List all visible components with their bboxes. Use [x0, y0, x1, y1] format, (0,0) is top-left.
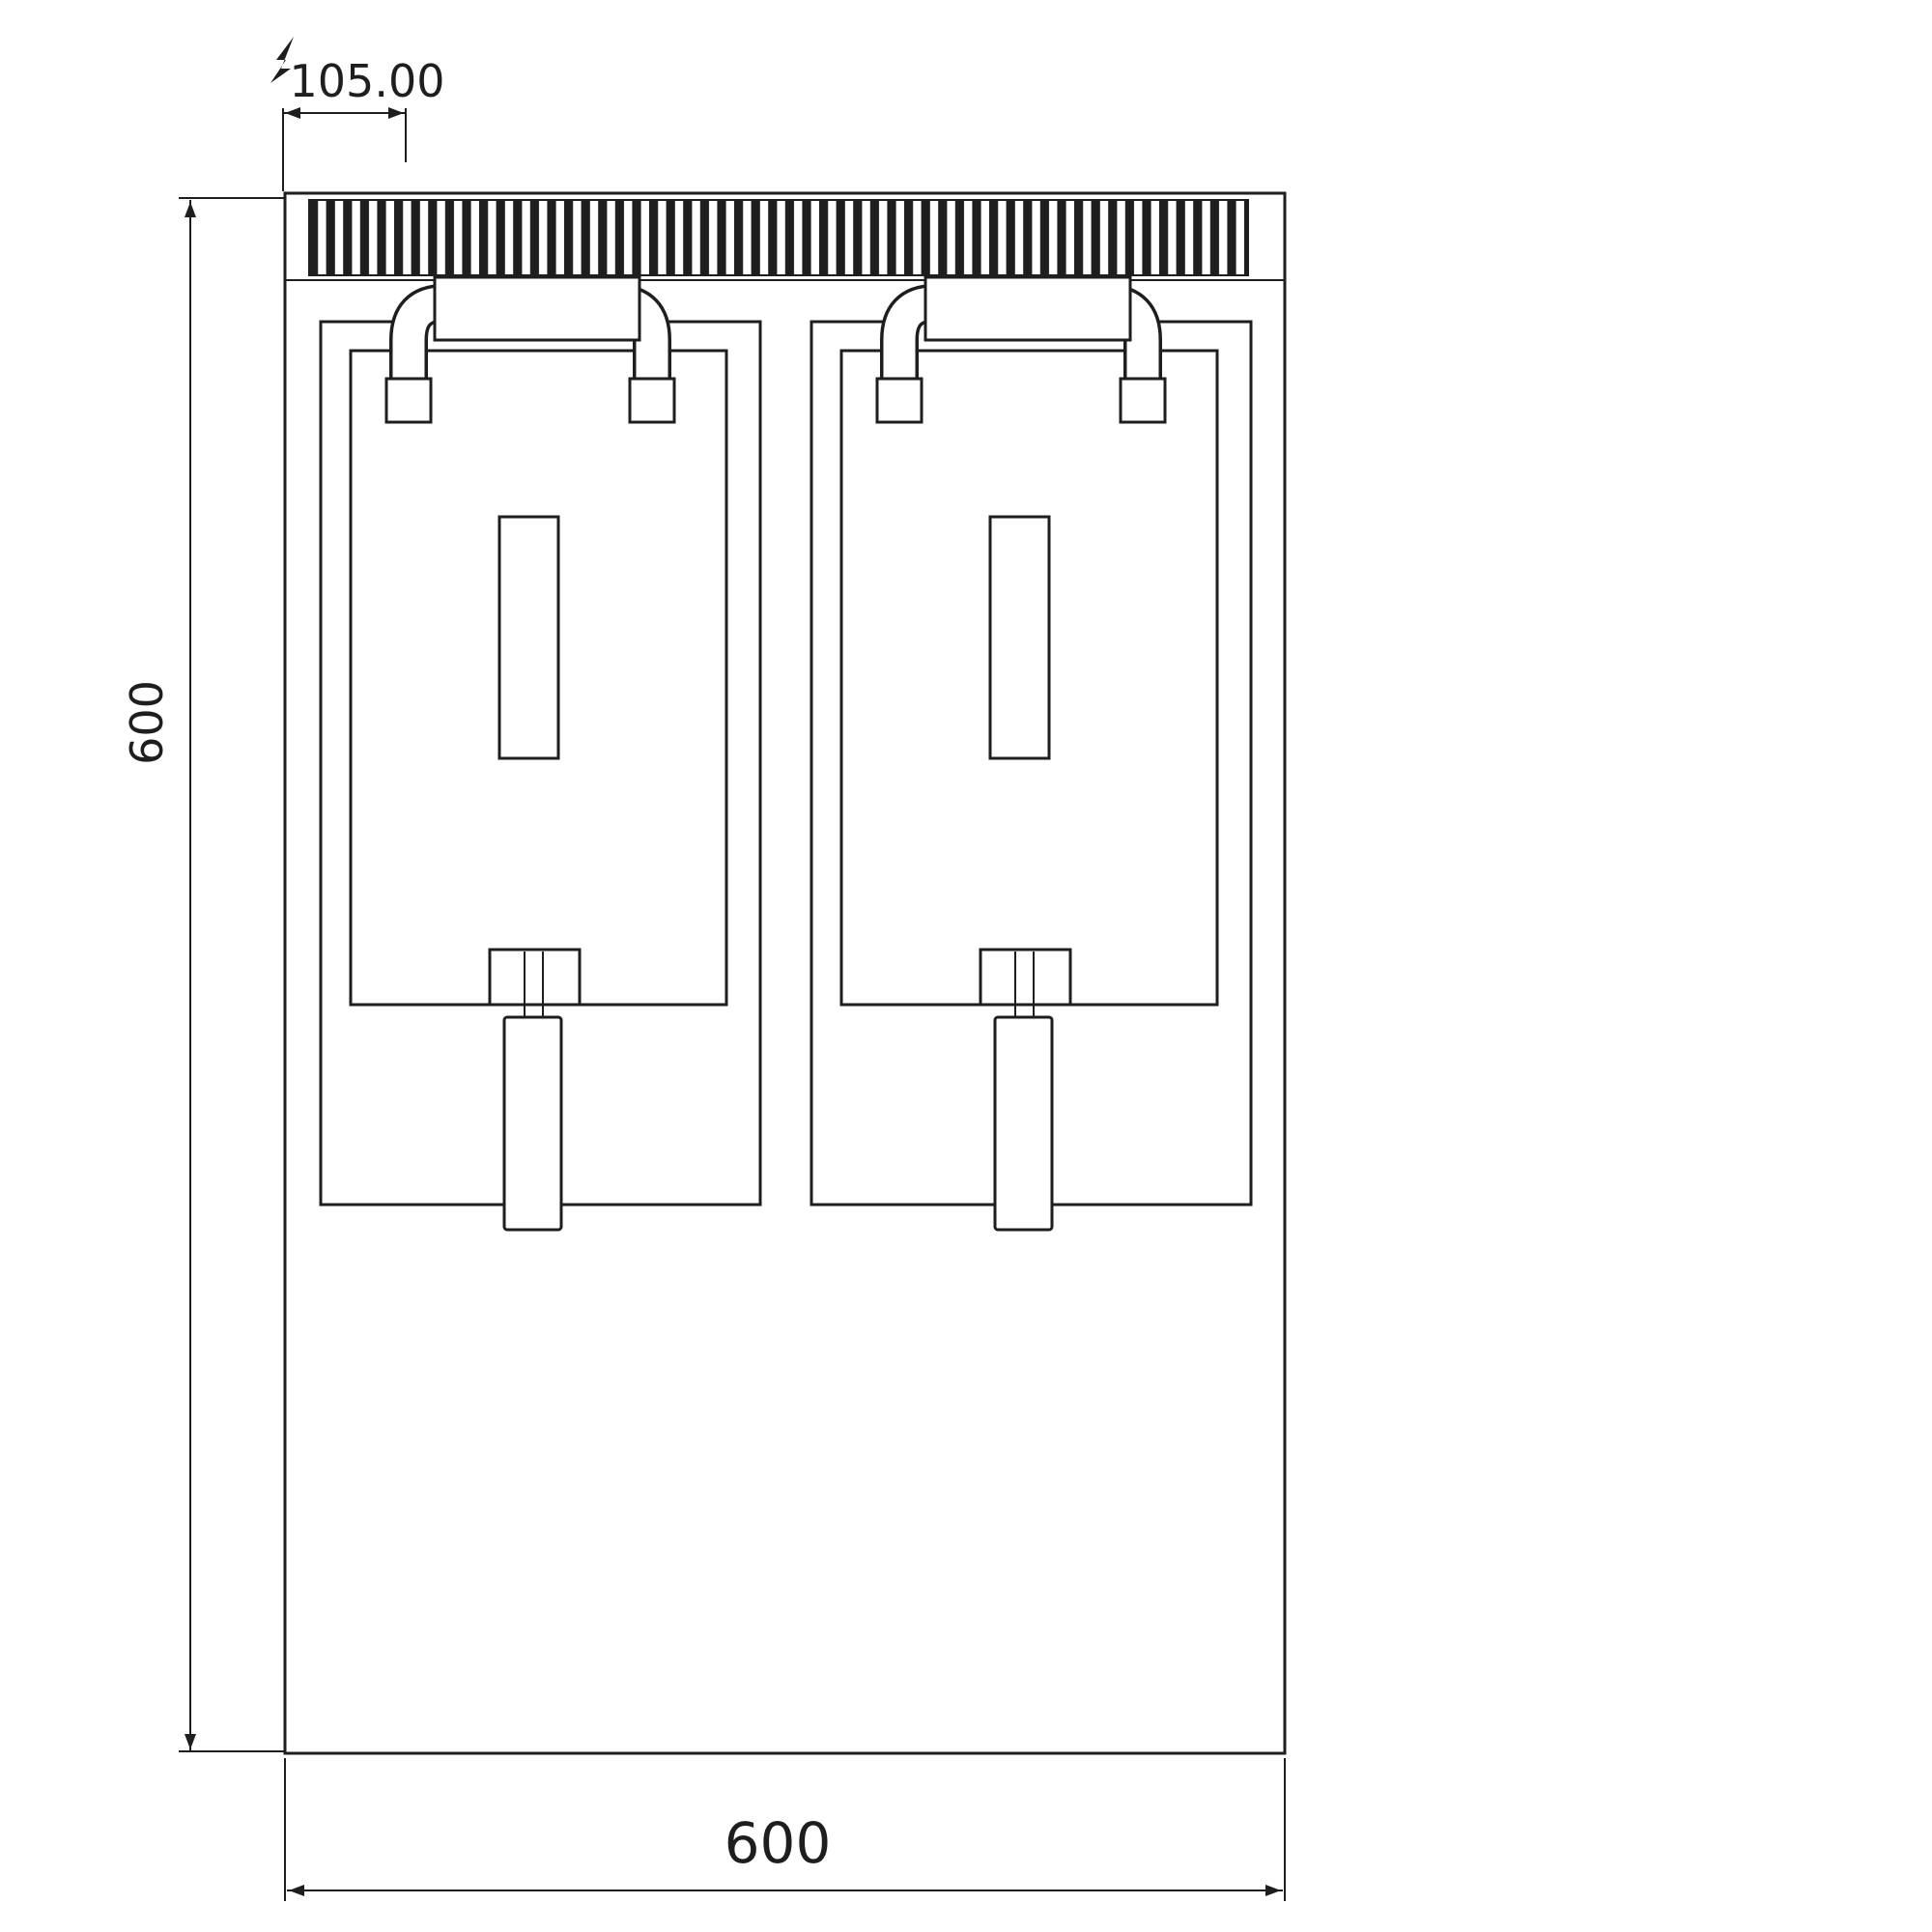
left-front-handle-grip [502, 1015, 563, 1232]
arrowhead-left [285, 107, 300, 119]
right-rear-bracket [923, 275, 1132, 342]
left-front-handle-bracket [488, 948, 582, 1007]
dimension-width: 600 [284, 1758, 1286, 1901]
arrowhead-bottom [185, 1734, 196, 1749]
right-front-handle [979, 948, 1072, 1232]
left-front-handle [488, 948, 582, 1232]
arrowhead-left [289, 1885, 304, 1896]
dimension-height: 600 [121, 197, 285, 1752]
right-basket-slot [988, 515, 1051, 760]
dimension-electrical-offset: 105.00 [270, 37, 444, 191]
vent-grille [308, 199, 1249, 276]
right-rear-handle-collar-right [1119, 377, 1167, 424]
arrowhead-right [1265, 1885, 1281, 1896]
dimension-label-height: 600 [121, 680, 173, 765]
left-basket-slot [497, 515, 560, 760]
dimension-label-width: 600 [724, 1810, 832, 1876]
left-rear-handle-collar-left [384, 377, 433, 424]
right-front-handle-bracket [979, 948, 1072, 1007]
right-fryer-unit [810, 275, 1253, 1232]
arrowhead-right [388, 107, 404, 119]
left-fryer-unit [319, 275, 762, 1232]
arrowhead-top [185, 202, 196, 217]
right-front-handle-grip [993, 1015, 1054, 1232]
left-rear-bracket [433, 275, 641, 342]
electrical-connection-icon [270, 37, 294, 83]
dimension-label-electrical-offset: 105.00 [290, 55, 445, 107]
left-rear-handle-collar-right [628, 377, 676, 424]
right-rear-handle-collar-left [875, 377, 923, 424]
